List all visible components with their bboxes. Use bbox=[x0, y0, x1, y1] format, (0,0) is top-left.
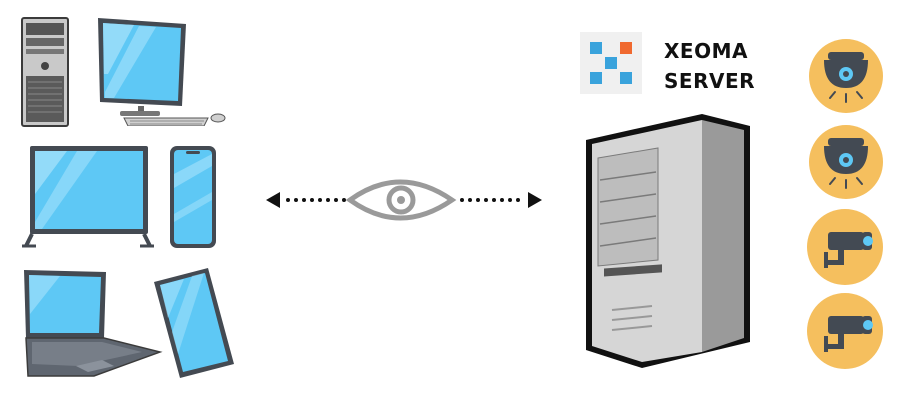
tv-icon bbox=[22, 146, 154, 248]
view-connection bbox=[266, 179, 542, 221]
brand-line-1: XEOMA bbox=[664, 39, 748, 63]
monitor-icon bbox=[98, 18, 226, 126]
brand-name: XEOMA SERVER bbox=[664, 36, 755, 96]
dome-camera-icon bbox=[809, 125, 883, 199]
dome-camera-icon bbox=[809, 39, 883, 113]
eye-icon bbox=[345, 179, 457, 221]
arrow-left-icon bbox=[266, 192, 280, 208]
bullet-camera-icon bbox=[807, 293, 883, 369]
server-tower-icon bbox=[586, 114, 750, 368]
smartphone-icon bbox=[170, 146, 216, 248]
arrow-right-icon bbox=[528, 192, 542, 208]
xeoma-logo-icon bbox=[580, 32, 642, 94]
bullet-camera-icon bbox=[807, 209, 883, 285]
desktop-tower-icon bbox=[21, 17, 69, 127]
tablet-icon bbox=[154, 268, 234, 378]
laptop-icon bbox=[24, 270, 163, 377]
brand-line-2: SERVER bbox=[664, 69, 756, 93]
